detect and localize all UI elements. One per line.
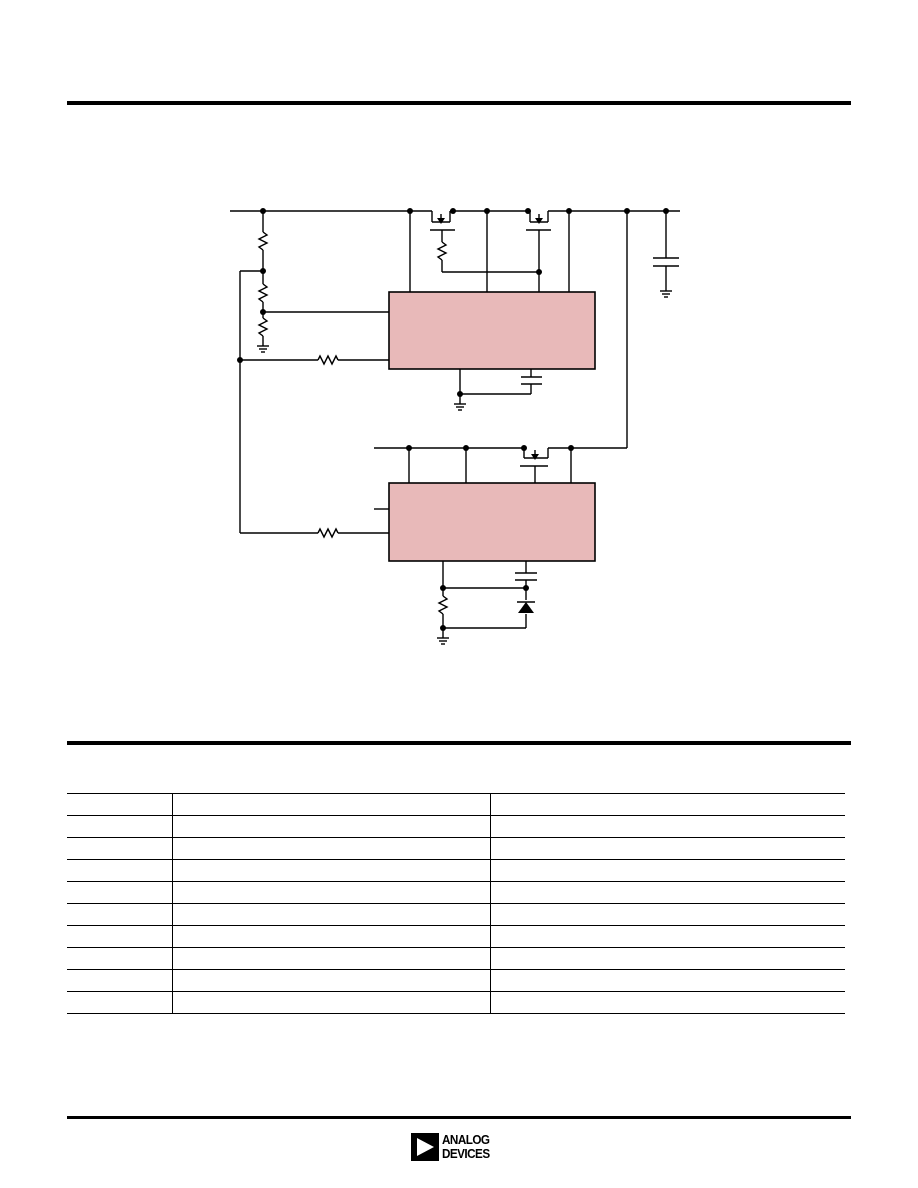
table-row <box>67 969 845 992</box>
table-row <box>67 903 845 926</box>
table-cell <box>171 859 490 882</box>
table-row <box>67 991 845 1014</box>
table-cell <box>67 991 172 1014</box>
table-cell <box>171 881 490 904</box>
table-row <box>67 947 845 970</box>
logo-triangle-icon <box>411 1133 439 1161</box>
table-row <box>67 859 845 882</box>
data-table <box>67 793 845 1014</box>
table-cell <box>489 969 845 992</box>
table-cell <box>67 793 172 816</box>
table-body <box>67 793 845 1014</box>
section-rule <box>67 741 851 745</box>
table-cell <box>489 815 845 838</box>
logo-line-1: ANALOG <box>442 1132 490 1147</box>
table-cell <box>489 903 845 926</box>
table-cell <box>171 969 490 992</box>
table-cell <box>67 859 172 882</box>
bottom-rule <box>67 1116 851 1119</box>
table-cell <box>67 815 172 838</box>
table-cell <box>489 947 845 970</box>
table-cell <box>171 903 490 926</box>
table-row <box>67 925 845 948</box>
table-cell <box>67 925 172 948</box>
table-cell <box>171 991 490 1014</box>
table-cell <box>489 837 845 860</box>
table-cell <box>489 859 845 882</box>
table-cell <box>67 969 172 992</box>
table-cell <box>171 793 490 816</box>
table-row <box>67 793 845 816</box>
table-row <box>67 837 845 860</box>
table-cell <box>67 837 172 860</box>
analog-devices-logo: ANALOG DEVICES <box>411 1133 511 1163</box>
table-cell <box>489 881 845 904</box>
top-rule <box>67 101 851 105</box>
circuit-schematic <box>230 208 680 645</box>
ic-block-upper <box>388 291 596 370</box>
table-cell <box>67 903 172 926</box>
table-cell <box>171 837 490 860</box>
ic-block-lower <box>388 482 596 562</box>
table-cell <box>489 793 845 816</box>
table-cell <box>67 881 172 904</box>
table-cell <box>171 815 490 838</box>
table-cell <box>489 991 845 1014</box>
table-cell <box>67 947 172 970</box>
table-cell <box>489 925 845 948</box>
table-cell <box>171 925 490 948</box>
logo-wordmark: ANALOG DEVICES <box>442 1133 490 1161</box>
table-row <box>67 815 845 838</box>
table-row <box>67 881 845 904</box>
logo-line-2: DEVICES <box>442 1146 490 1161</box>
table-cell <box>171 947 490 970</box>
